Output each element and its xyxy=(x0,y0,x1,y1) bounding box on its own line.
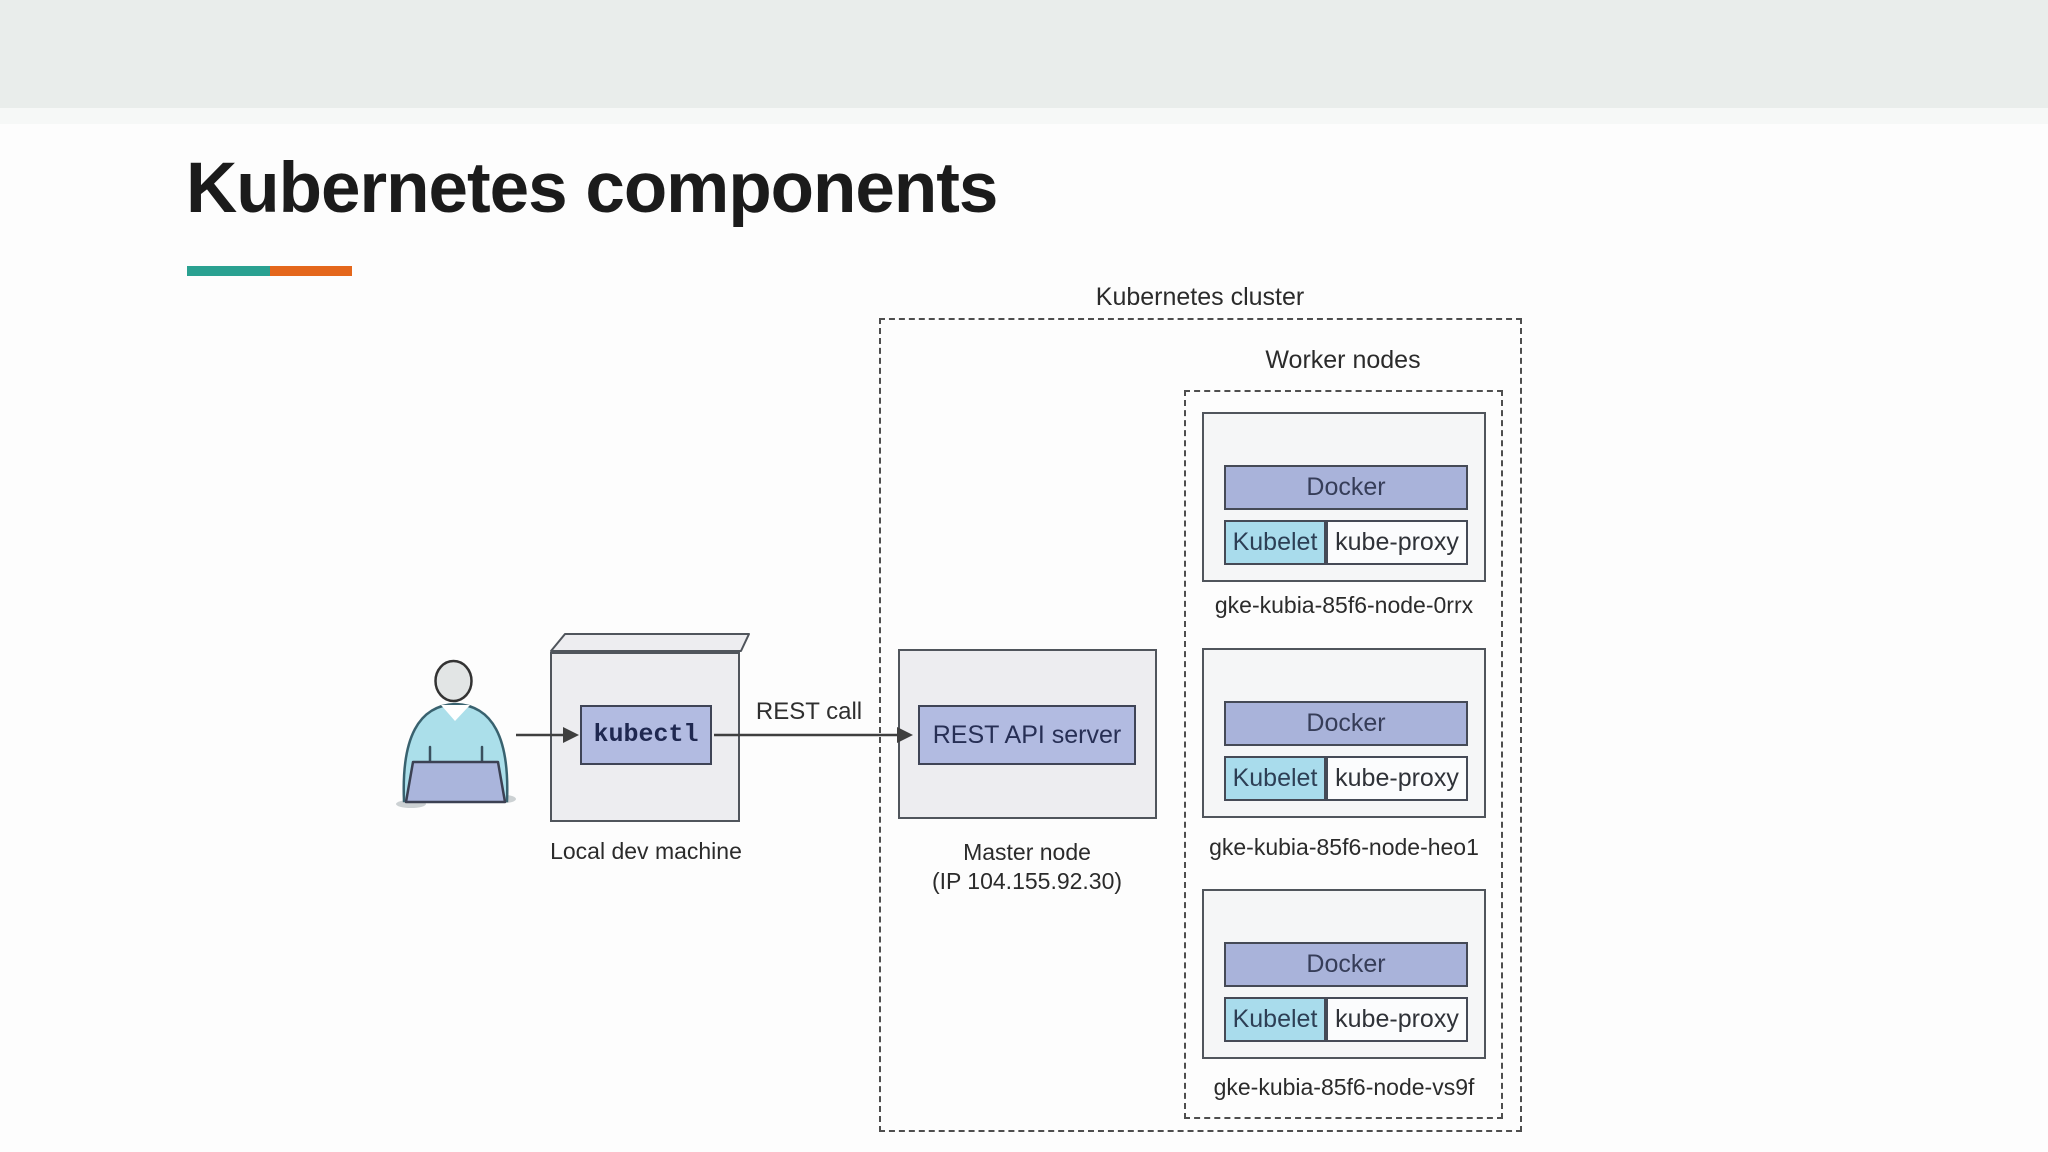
rest-call-label: REST call xyxy=(755,698,863,725)
worker-node-box: Docker Kubelet kube-proxy xyxy=(1202,648,1486,818)
docker-box: Docker xyxy=(1224,701,1468,746)
laptop-icon xyxy=(404,760,507,804)
worker-node-name: gke-kubia-85f6-node-vs9f xyxy=(1213,1074,1475,1100)
kubectl-box: kubectl xyxy=(580,705,712,765)
docker-box: Docker xyxy=(1224,942,1468,987)
kube-proxy-box: kube-proxy xyxy=(1326,756,1468,801)
user-icon xyxy=(396,659,516,808)
kubelet-box: Kubelet xyxy=(1224,520,1326,565)
master-node-label-line1: Master node xyxy=(963,839,1091,865)
kube-proxy-box: kube-proxy xyxy=(1326,997,1468,1042)
rest-api-server-box: REST API server xyxy=(918,705,1136,765)
worker-node-name: gke-kubia-85f6-node-0rrx xyxy=(1214,592,1474,618)
accent-bar-teal xyxy=(187,266,270,276)
dev-box-lid xyxy=(550,633,750,652)
page-title: Kubernetes components xyxy=(186,149,998,228)
kubelet-box: Kubelet xyxy=(1224,997,1326,1042)
worker-nodes-label: Worker nodes xyxy=(1265,346,1421,374)
worker-node-box: Docker Kubelet kube-proxy xyxy=(1202,412,1486,582)
worker-nodes-box xyxy=(1184,390,1503,1119)
header-band xyxy=(0,0,2048,108)
worker-node-name: gke-kubia-85f6-node-heo1 xyxy=(1209,834,1479,860)
worker-node-box: Docker Kubelet kube-proxy xyxy=(1202,889,1486,1059)
docker-box: Docker xyxy=(1224,465,1468,510)
accent-bar-orange xyxy=(270,266,352,276)
header-band-fade xyxy=(0,108,2048,124)
cluster-label: Kubernetes cluster xyxy=(1095,283,1305,311)
master-node-ip-label: (IP 104.155.92.30) xyxy=(931,868,1123,894)
master-node-label: Master node (IP 104.155.92.30) xyxy=(877,838,1177,896)
kube-proxy-box: kube-proxy xyxy=(1326,520,1468,565)
cluster-box xyxy=(879,318,1522,1132)
kubelet-box: Kubelet xyxy=(1224,756,1326,801)
local-dev-machine-label: Local dev machine xyxy=(550,838,742,864)
